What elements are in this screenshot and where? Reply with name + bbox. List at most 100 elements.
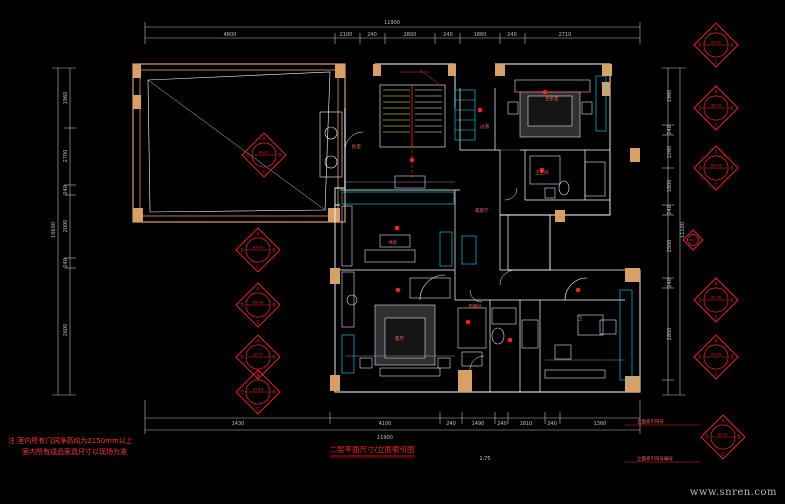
dim-top-seg: 240 [443,32,453,38]
terrace [132,63,346,223]
index-code: A [715,339,718,344]
index-code: C [257,407,260,412]
room-label: 卫 [578,316,583,322]
index-diamond [235,282,281,328]
index-label: ID-07 [253,352,264,357]
index-label: ID-01 [259,150,270,155]
index-code: B [730,106,733,111]
index-diamond [693,85,739,131]
left-dimension-chain [52,67,76,396]
index-code: B [272,303,275,308]
index-code: D [699,355,702,360]
index-markers-in-rooms [394,89,581,343]
index-code: D [699,106,702,111]
drawing-notes: 注:室内所有门洞净高均为2150mm以上 室内所有成品家具尺寸以现场为准 [8,436,133,458]
drawing-title: 二层平面尺寸/立面索引图 [329,444,414,454]
dim-left-seg: 240 [63,185,69,195]
index-diamond [693,334,739,380]
dim-bottom-seg: 1810 [520,421,533,427]
room-label: 客厅 [395,335,404,342]
dim-bottom-seg: 240 [547,421,557,427]
room-labels: 卧室 主卧室 书房 卫生间 客厅 家庭厅 过道 衣帽间 卫 [352,95,583,342]
dim-bottom-overall: 11900 [377,435,393,441]
right-dimension-chain [662,67,686,396]
stairwell [379,69,446,178]
dim-top-seg: 2710 [559,32,572,38]
index-label: ID-09 [711,352,722,357]
top-dimension-text: 11900 4800 2100 240 2800 240 1860 240 27… [224,20,572,38]
index-diamond [682,229,704,251]
room-label: 主卧室 [545,95,559,102]
dim-left-overall: 10600 [51,222,57,238]
dim-bottom-seg: 1360 [594,421,607,427]
dim-right-seg: 2500 [667,240,673,253]
top-dimension-chain [144,22,641,44]
index-code: D [241,248,244,253]
index-code: A [257,339,260,344]
dim-bottom-seg: 4100 [379,421,392,427]
index-code: A [715,27,718,32]
dim-right-seg: 1960 [667,90,673,103]
dim-right-seg: 240 [667,278,673,288]
index-diamond [235,227,281,273]
dim-bottom-seg: 240 [497,421,507,427]
inner-dimension-marks [345,149,625,361]
dim-top-seg: 240 [507,32,517,38]
dim-right-seg: 1260 [667,146,673,159]
index-diamond [700,414,746,460]
dim-bottom-seg: 240 [446,421,456,427]
index-diamond [241,132,287,178]
legend-item: 立面索引符号 [637,418,664,425]
study [341,175,477,267]
index-code: C [263,170,266,175]
closet-top [319,89,476,178]
index-label: ID-11 [718,432,729,437]
note-line: 注:室内所有门洞净高均为2150mm以上 [8,437,133,445]
dim-right-seg: 240 [667,205,673,215]
room-label: 卧室 [352,143,361,150]
index-diamond [235,369,281,415]
dim-bottom-seg: 1490 [472,421,485,427]
index-code: C [257,265,260,270]
drawing-scale: 1:75 [479,456,490,462]
bottom-dimension-text: 1430 4100 240 1490 240 1810 240 1360 119… [232,421,607,441]
index-code: B [278,153,281,158]
dim-left-seg: 2700 [63,150,69,163]
index-code: B [272,390,275,395]
index-code: C [722,452,725,457]
bedroom-bottom-right [544,277,633,381]
index-code: A [715,150,718,155]
index-code: D [699,166,702,171]
elevation-index-symbol [682,229,704,251]
note-line: 室内所有成品家具尺寸以现场为准 [22,448,127,456]
index-code: D [241,355,244,360]
dim-top-overall: 11900 [384,20,400,26]
index-code: A [257,287,260,292]
dim-top-seg: 2800 [404,32,417,38]
room-label: 过道 [480,123,489,130]
dim-top-seg: 2100 [340,32,353,38]
dim-top-seg: 240 [367,32,377,38]
dim-right-seg: 2800 [667,328,673,341]
dim-top-seg: 1860 [474,32,487,38]
dim-top-seg: 4800 [224,32,237,38]
dim-bottom-seg: 1430 [232,421,245,427]
index-code: B [272,248,275,253]
index-label: ID-04 [711,163,722,168]
index-label: ID-05 [253,245,264,250]
index-code: C [715,123,718,128]
room-label: 书房 [388,239,397,246]
index-code: B [730,166,733,171]
dim-left-seg: 1960 [63,92,69,105]
drawing-title-block: 二层平面尺寸/立面索引图 1:75 [329,444,490,462]
dim-left-seg: 2600 [63,324,69,337]
index-diamond [693,277,739,323]
